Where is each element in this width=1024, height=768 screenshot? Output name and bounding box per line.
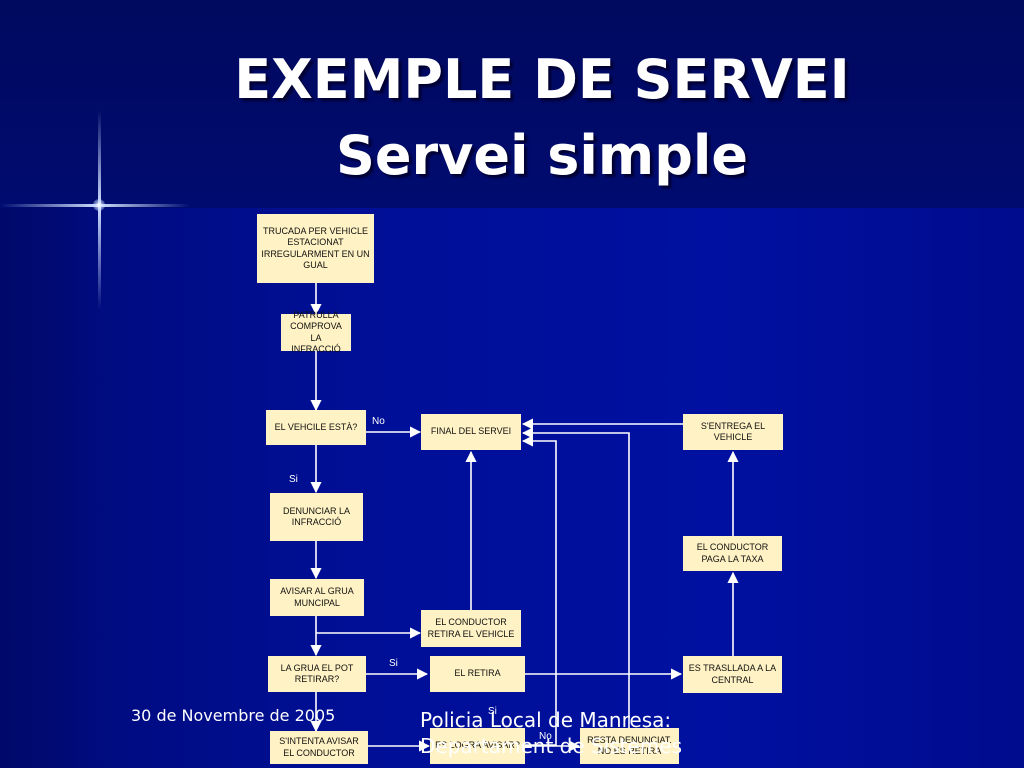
box-trasllada: ES TRASLLADA A LA CENTRAL <box>683 656 782 693</box>
box-intenta-avisar: S'INTENTA AVISAR EL CONDUCTOR <box>270 731 368 764</box>
arrow-logra-final <box>521 435 557 746</box>
footer-org-line2: Departament de Sistemes <box>420 734 683 758</box>
box-patrulla: PATRULLA COMPROVA LA INFRACCIÓ <box>281 310 351 354</box>
label-no: No <box>539 731 552 742</box>
slide-subtitle: Servei simple <box>336 124 748 187</box>
footer-date: 30 de Novembre de 2005 <box>131 706 336 725</box>
left-shade <box>0 208 110 768</box>
box-resta-denunciat: RESTA DENUNCIAT. NO ES RETIRA <box>580 728 679 764</box>
footer-organization: Policia Local de Manresa: Departament de… <box>420 707 682 759</box>
label-si: Si <box>488 706 497 717</box>
slide-title: EXEMPLE DE SERVEI <box>234 48 850 111</box>
box-conductor-retira: EL CONDUCTOR RETIRA EL VEHICLE <box>421 610 521 647</box>
box-trucada: TRUCADA PER VEHICLE ESTACIONAT IRREGULAR… <box>257 214 374 283</box>
box-grua-pot: LA GRUA EL POT RETIRAR? <box>268 656 366 692</box>
sparkle-star-core <box>93 199 105 211</box>
label-no: No <box>372 416 385 427</box>
box-vehicle-esta: EL VEHCILE ESTÀ? <box>266 410 366 445</box>
label-si: Si <box>289 474 298 485</box>
box-denunciar: DENUNCIAR LA INFRACCIÓ <box>270 493 363 541</box>
box-conductor-paga: EL CONDUCTOR PAGA LA TAXA <box>683 536 782 571</box>
box-entrega-vehicle: S'ENTREGA EL VEHICLE <box>683 414 783 450</box>
box-logra-avisar: ES LOGRA AVISAR? <box>430 728 525 764</box>
arrow-resta-final <box>521 427 630 728</box>
label-si: Si <box>389 658 398 669</box>
box-avisar-grua: AVISAR AL GRUA MUNCIPAL <box>270 579 364 616</box>
box-final-servei: FINAL DEL SERVEI <box>421 414 521 450</box>
box-el-retira: EL RETIRA <box>430 656 525 692</box>
footer-org-line1: Policia Local de Manresa: <box>420 708 672 732</box>
title-band <box>0 0 1024 208</box>
